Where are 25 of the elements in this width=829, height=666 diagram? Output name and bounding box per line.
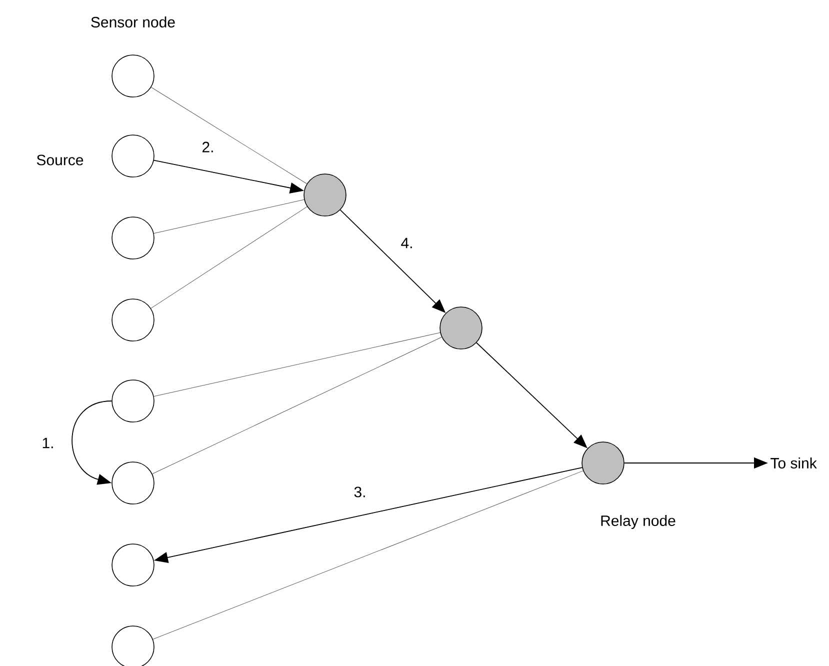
node-caption: Relay node — [601, 515, 676, 529]
connector-line — [152, 336, 442, 474]
sensor-node-circle — [112, 380, 154, 422]
sensor-node-circle — [112, 134, 154, 178]
connector-line — [152, 470, 584, 640]
node-label: To sink — [770, 458, 817, 468]
connector-line — [154, 199, 304, 234]
relay-node-circle — [304, 174, 346, 216]
edge-label: 1. — [42, 438, 53, 448]
connector-line — [154, 332, 440, 397]
sensor-node-circle — [112, 544, 154, 586]
node-caption: Sensor node — [91, 16, 175, 28]
arrow — [72, 400, 112, 485]
sensor-node-circle — [112, 216, 154, 260]
edge-label: 4. — [401, 238, 412, 248]
edge-label: 2. — [202, 142, 213, 152]
connector-line — [150, 87, 308, 184]
relay-node-circle — [582, 442, 624, 484]
edge-label: 3. — [354, 486, 365, 498]
sensor-node-circle — [112, 298, 154, 342]
sensor-node-circle — [112, 462, 154, 504]
sensor-node-circle — [112, 54, 154, 98]
node-caption: Source — [36, 154, 84, 166]
relay-node-circle — [440, 306, 482, 350]
connector-line — [150, 206, 308, 309]
